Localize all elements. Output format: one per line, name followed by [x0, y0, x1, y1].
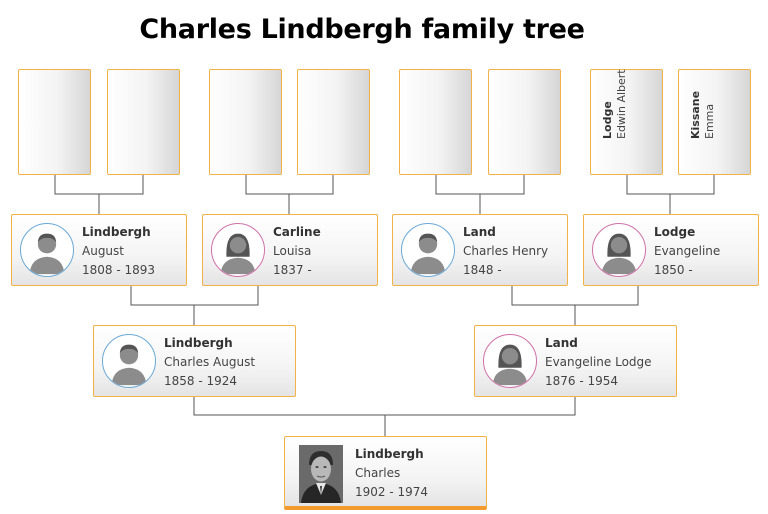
great-grandparent-name: Lodge Edwin Albert	[601, 69, 628, 139]
page-title: Charles Lindbergh family tree	[139, 14, 585, 45]
great-grandparent-card[interactable]	[297, 69, 370, 175]
life-years: 1808 - 1893	[82, 263, 156, 277]
life-years: 1858 - 1924	[164, 374, 238, 388]
surname: Kissane	[689, 90, 702, 139]
life-years: 1876 - 1954	[545, 374, 619, 388]
subject-card[interactable]: Lindbergh Charles 1902 - 1974	[284, 436, 487, 510]
female-avatar-icon	[592, 223, 646, 277]
great-grandparent-card[interactable]: Lodge Edwin Albert	[590, 69, 663, 175]
surname: Lindbergh	[82, 225, 151, 239]
person-info: Land Evangeline Lodge 1876 - 1954	[545, 334, 652, 391]
given-name: Evangeline Lodge	[545, 355, 652, 369]
female-avatar-icon	[211, 223, 265, 277]
given-name: Evangeline	[654, 244, 721, 258]
given-name: Louisa	[273, 244, 312, 258]
person-info: Lindbergh August 1808 - 1893	[82, 223, 155, 280]
life-years: 1848 -	[463, 263, 502, 277]
parent-card[interactable]: Land Evangeline Lodge 1876 - 1954	[474, 325, 677, 397]
great-grandparent-card[interactable]	[107, 69, 180, 175]
grandparent-card[interactable]: Lodge Evangeline 1850 -	[583, 214, 759, 286]
given-name: Emma	[703, 103, 716, 139]
great-grandparent-card[interactable]	[18, 69, 91, 175]
portrait-photo	[299, 445, 343, 503]
given-name: Charles Henry	[463, 244, 549, 258]
person-info: Lodge Evangeline 1850 -	[654, 223, 720, 280]
person-info: Lindbergh Charles August 1858 - 1924	[164, 334, 255, 391]
life-years: 1837 -	[273, 263, 312, 277]
male-avatar-icon	[401, 223, 455, 277]
great-grandparent-card[interactable]	[399, 69, 472, 175]
male-avatar-icon	[102, 334, 156, 388]
surname: Lindbergh	[355, 447, 424, 461]
surname: Lindbergh	[164, 336, 233, 350]
person-info: Lindbergh Charles 1902 - 1974	[355, 445, 428, 502]
surname: Land	[545, 336, 578, 350]
given-name: Edwin Albert	[615, 69, 628, 139]
male-avatar-icon	[20, 223, 74, 277]
surname: Lodge	[654, 225, 696, 239]
female-avatar-icon	[483, 334, 537, 388]
surname: Land	[463, 225, 496, 239]
parent-card[interactable]: Lindbergh Charles August 1858 - 1924	[93, 325, 296, 397]
given-name: August	[82, 244, 124, 258]
great-grandparent-card[interactable]	[209, 69, 282, 175]
grandparent-card[interactable]: Land Charles Henry 1848 -	[392, 214, 568, 286]
surname: Carline	[273, 225, 321, 239]
grandparent-card[interactable]: Carline Louisa 1837 -	[202, 214, 378, 286]
surname: Lodge	[601, 101, 614, 139]
person-info: Carline Louisa 1837 -	[273, 223, 321, 280]
life-years: 1850 -	[654, 263, 693, 277]
person-info: Land Charles Henry 1848 -	[463, 223, 548, 280]
life-years: 1902 - 1974	[355, 485, 429, 499]
great-grandparent-name: Kissane Emma	[689, 91, 716, 139]
great-grandparent-card[interactable]: Kissane Emma	[678, 69, 751, 175]
given-name: Charles August	[164, 355, 256, 369]
great-grandparent-card[interactable]	[488, 69, 561, 175]
grandparent-card[interactable]: Lindbergh August 1808 - 1893	[11, 214, 187, 286]
given-name: Charles	[355, 466, 401, 480]
